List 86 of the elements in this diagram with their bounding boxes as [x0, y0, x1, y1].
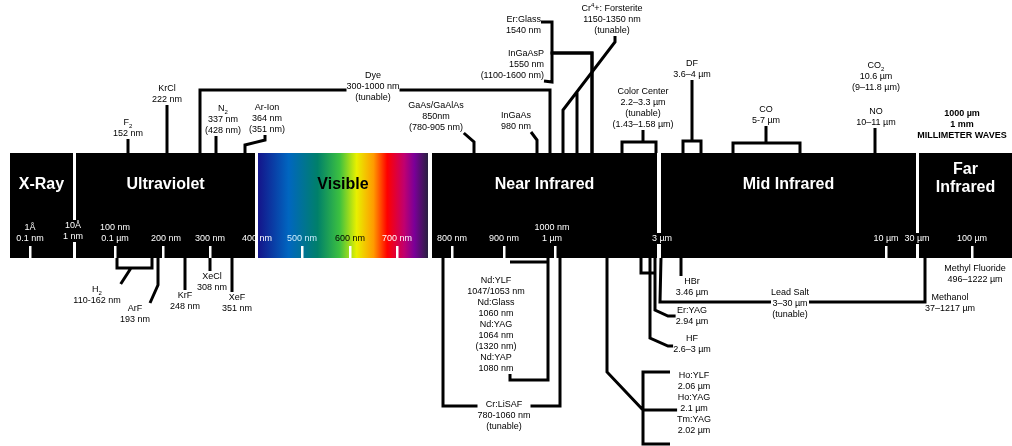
- leader-line: [198, 88, 347, 153]
- laser-label: HF 2.6–3 µm: [673, 333, 711, 355]
- laser-label: Cr:LiSAF 780-1060 nm (tunable): [477, 399, 531, 432]
- tick-label: 900 nm: [489, 233, 519, 244]
- laser-label: NO 10–11 µm: [856, 106, 896, 128]
- tick-label: 600 nm: [335, 233, 365, 244]
- spectrum-band: [661, 153, 916, 258]
- laser-label: ArF 193 nm: [120, 303, 150, 325]
- leader-line: [620, 128, 658, 155]
- spectrum-band: [258, 153, 428, 258]
- tick-label: 800 nm: [437, 233, 467, 244]
- laser-label: Color Center 2.2–3.3 µm (tunable) (1.43–1.58 µm): [612, 86, 674, 130]
- note-label: 1000 µm 1 mm MILLIMETER WAVES: [917, 108, 1007, 141]
- laser-label: Ho:YLF 2.06 µm: [677, 370, 711, 392]
- laser-label: DF 3.6–4 µm: [673, 58, 711, 80]
- leader-line: [543, 51, 594, 153]
- tick-label: 1Å 0.1 nm: [16, 222, 44, 244]
- tick-label: 10 µm: [873, 233, 899, 244]
- laser-label: Er:YAG 2.94 µm: [675, 305, 709, 327]
- laser-label: Ar-Ion 364 nm (351 nm): [249, 102, 285, 135]
- laser-label: XeF 351 nm: [222, 292, 252, 314]
- spectrum-band: [432, 153, 657, 258]
- tick-label: 10Å 1 nm: [61, 220, 85, 242]
- leader-line: [653, 258, 676, 318]
- leader-line: [183, 258, 187, 290]
- leader-line: [530, 258, 562, 408]
- leader-line: [658, 257, 771, 304]
- tick-label: 100 µm: [956, 233, 988, 244]
- leader-line: [148, 258, 160, 304]
- leader-line: [508, 256, 550, 382]
- leader-line: [243, 135, 267, 153]
- tick-label: 3 µm: [649, 233, 675, 244]
- leader-line: [214, 136, 218, 153]
- laser-label: Cr$^{4}$+: Forsterite 1150-1350 nm (tunable): [581, 3, 643, 36]
- leader-line: [399, 88, 552, 153]
- tick-label: 1000 nm 1 µm: [534, 222, 570, 244]
- laser-label: F$_{2}$ 152 nm: [113, 117, 143, 139]
- laser-label: Lead Salt 3–30 µm (tunable): [771, 287, 809, 320]
- laser-label: Nd:YAP 1080 nm: [478, 352, 514, 374]
- leader-line: [561, 34, 617, 155]
- laser-label: KrF 248 nm: [170, 290, 200, 312]
- laser-label: Nd:YLF 1047/1053 nm: [467, 275, 525, 297]
- leader-line: [462, 131, 476, 153]
- laser-label: Ho:YAG 2.1 µm: [677, 392, 711, 414]
- laser-label: GaAs/GaAlAs 850nm (780-905 nm): [408, 100, 464, 133]
- tick-label: 500 nm: [287, 233, 317, 244]
- laser-label: XeCl 308 nm: [197, 271, 227, 293]
- leader-line: [639, 256, 675, 348]
- leader-line: [605, 256, 679, 446]
- laser-label: N$_{2}$ 337 nm (428 nm): [205, 103, 241, 136]
- band-label: Near Infrared: [494, 175, 595, 193]
- leader-line: [529, 131, 539, 153]
- leader-line: [441, 258, 478, 408]
- tick-label: 300 nm: [195, 233, 225, 244]
- tick-label: 100 nm 0.1 µm: [100, 222, 130, 244]
- band-label: Mid Infrared: [742, 175, 835, 193]
- note-label: CO$_{2}$ 10.6 µm (9–11.8 µm): [852, 60, 900, 93]
- spectrum-band: [919, 153, 1012, 258]
- band-label: Far Infrared: [935, 160, 996, 196]
- laser-label: HBr 3.46 µm: [675, 276, 709, 298]
- leader-line: [731, 124, 802, 155]
- leader-line: [115, 256, 154, 286]
- leader-line: [873, 128, 877, 153]
- note-label: Methanol 37–1217 µm: [924, 292, 976, 314]
- laser-label: InGaAsP 1550 nm (1100-1600 nm): [480, 48, 544, 81]
- band-label: X-Ray: [18, 175, 65, 193]
- leader-line: [230, 258, 234, 292]
- laser-label: InGaAs 980 nm: [501, 110, 531, 132]
- tick-label: 30 µm: [902, 233, 932, 244]
- laser-label: Nd:YAG 1064 nm (1320 nm): [475, 319, 517, 352]
- leader-line: [681, 78, 703, 155]
- laser-label: Nd:Glass 1060 nm: [477, 297, 515, 319]
- laser-label: Er:Glass 1540 nm: [505, 14, 541, 36]
- leader-line: [208, 258, 212, 271]
- band-label: Ultraviolet: [126, 175, 205, 193]
- tick-label: 700 nm: [382, 233, 412, 244]
- laser-label: Dye 300-1000 nm (tunable): [346, 70, 400, 103]
- leader-line: [679, 258, 683, 276]
- laser-label: Tm:YAG 2.02 µm: [677, 414, 711, 436]
- laser-label: KrCl 222 nm: [152, 83, 182, 105]
- tick-label: 200 nm: [151, 233, 181, 244]
- leader-line: [809, 258, 927, 304]
- laser-label: H$_{2}$ 110-162 nm: [73, 284, 121, 306]
- leader-line: [126, 139, 130, 153]
- laser-label: CO 5-7 µm: [751, 104, 781, 126]
- leader-line: [165, 105, 169, 153]
